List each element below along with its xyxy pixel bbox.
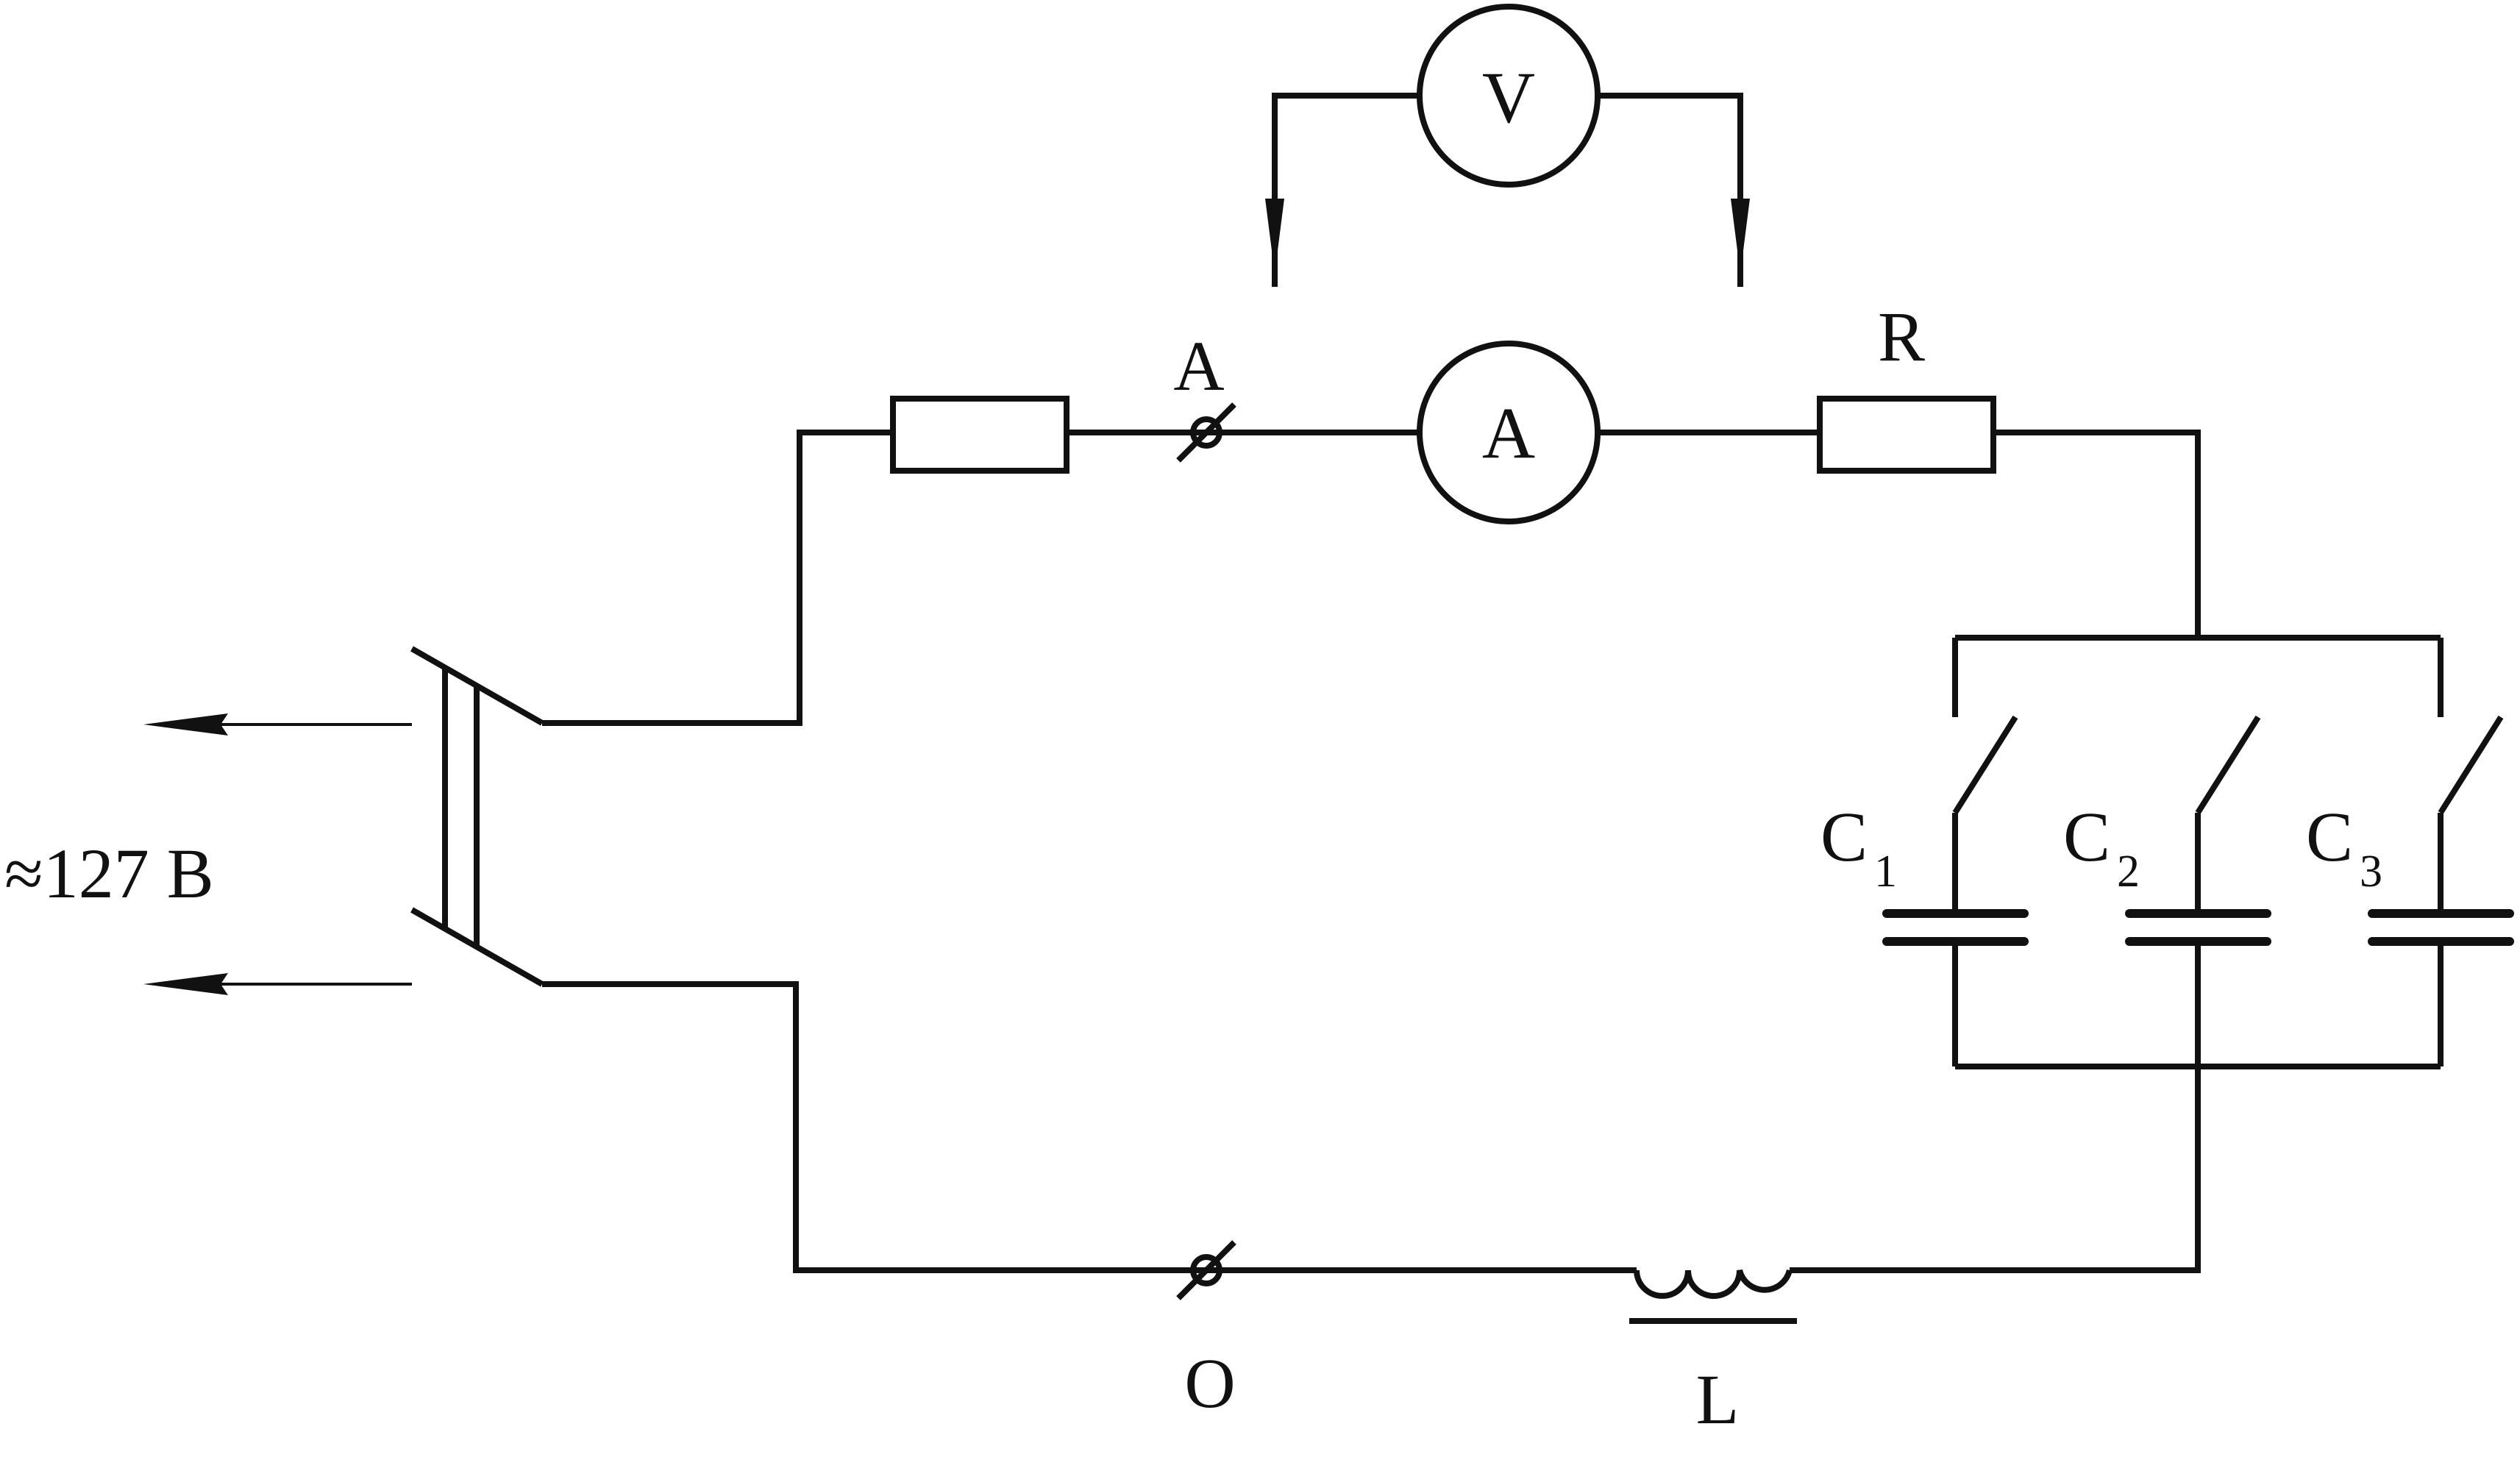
ammeter-label: A xyxy=(1482,392,1535,474)
supply-input-arrows xyxy=(143,713,412,995)
voltmeter-probe-left-icon xyxy=(1265,199,1284,274)
voltmeter-label: V xyxy=(1482,57,1535,138)
inductor-label: L xyxy=(1696,1360,1740,1439)
resistor xyxy=(1817,396,1996,474)
capacitor-branch-2 xyxy=(2125,715,2271,1066)
capacitor-1-index: 1 xyxy=(1874,847,1897,897)
capacitor-1-letter: C xyxy=(1820,797,1868,876)
capacitor-branch-3 xyxy=(2368,638,2514,1066)
capacitor-2-letter: C xyxy=(2063,797,2110,876)
terminal-a-label: A xyxy=(1173,327,1224,405)
fuse xyxy=(890,396,1069,474)
inductor xyxy=(1629,1269,1797,1324)
capacitor-branch-1 xyxy=(1882,638,2029,1066)
capacitor-2-index: 2 xyxy=(2117,847,2140,897)
terminal-o-label: O xyxy=(1184,1344,1235,1422)
capacitor-3-label: C 3 xyxy=(2306,797,2382,897)
capacitor-1-label: C 1 xyxy=(1820,797,1897,897)
voltmeter-probe-right-icon xyxy=(1731,199,1750,274)
resistor-label: R xyxy=(1878,297,1925,376)
terminal-o xyxy=(1176,1240,1236,1300)
supply-voltage-label: ≈127 В xyxy=(4,834,214,913)
voltmeter: V xyxy=(1265,4,1750,287)
double-pole-switch xyxy=(410,646,544,987)
capacitor-3-index: 3 xyxy=(2360,847,2382,897)
terminal-a xyxy=(1176,402,1236,463)
circuit-wires xyxy=(542,430,2441,1273)
ammeter: A xyxy=(1417,341,1601,524)
capacitor-3-letter: C xyxy=(2306,797,2353,876)
capacitor-2-label: C 2 xyxy=(2063,797,2140,897)
